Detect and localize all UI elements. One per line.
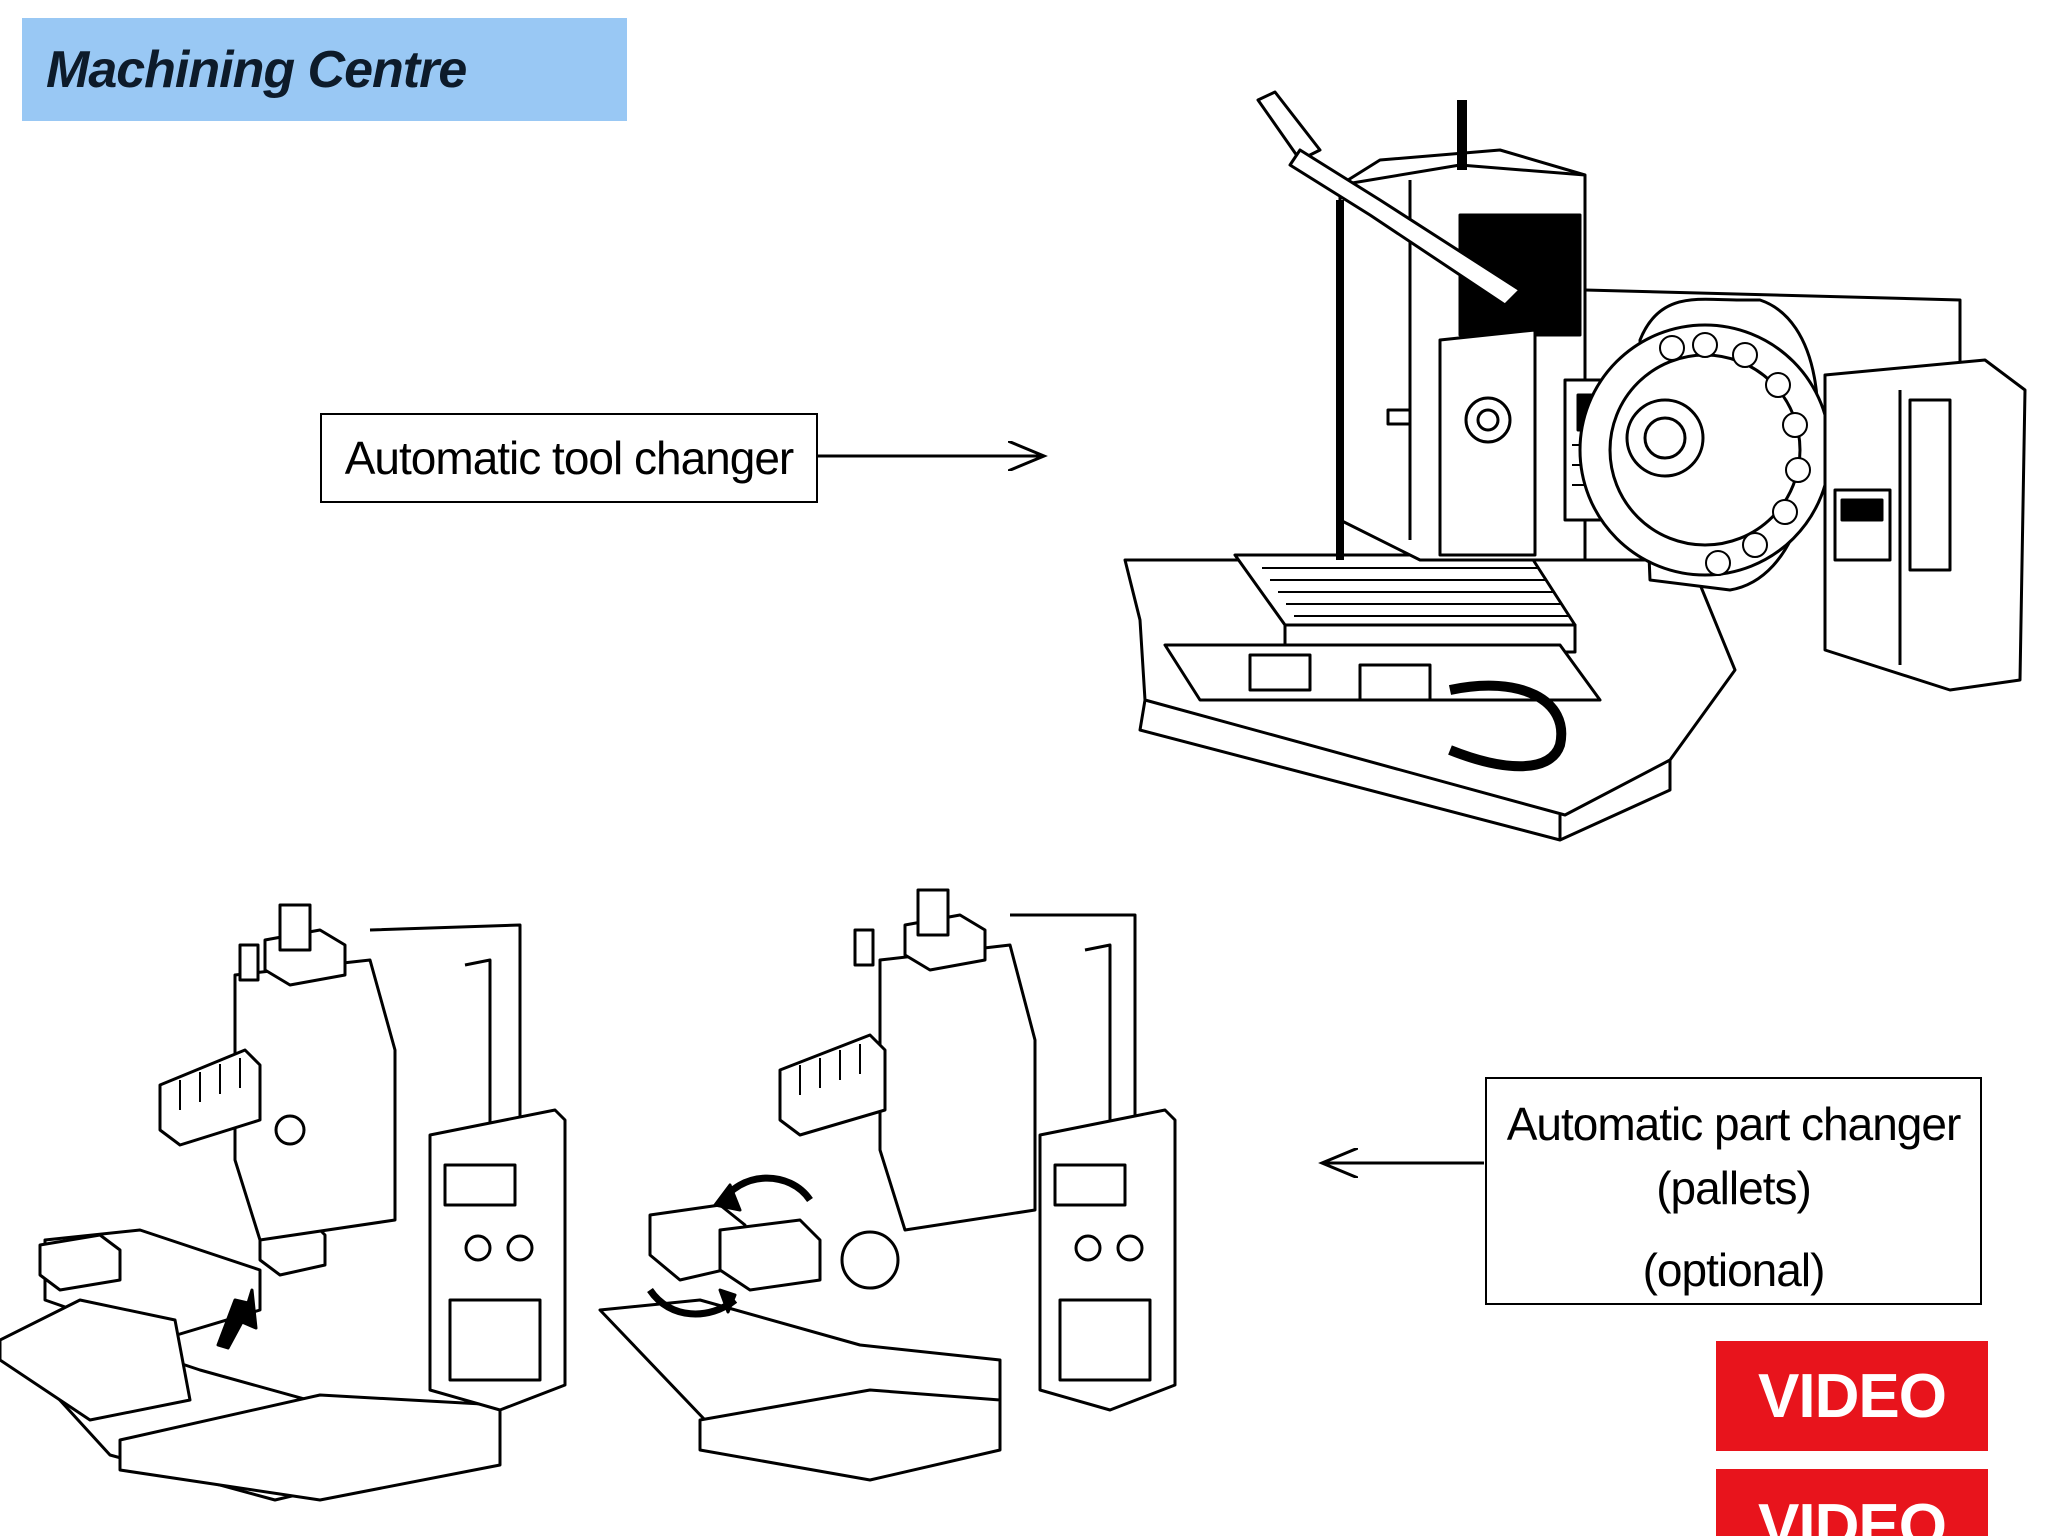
apc-label-line2: (pallets) [1656, 1162, 1812, 1214]
machining-centre-drawing [1123, 90, 2027, 842]
video-button-2[interactable]: VIDEO [1716, 1469, 1988, 1536]
apc-label-line1: Automatic part changer [1506, 1098, 1962, 1150]
title-banner: Machining Centre [22, 18, 627, 121]
apc-label-line3: (optional) [1642, 1244, 1826, 1296]
automatic-tool-changer-label: Automatic tool changer [320, 413, 818, 503]
atc-label-text: Automatic tool changer [344, 432, 794, 484]
video-button-1[interactable]: VIDEO [1716, 1341, 1988, 1451]
automatic-part-changer-label: Automatic part changer (pallets) (option… [1485, 1077, 1982, 1305]
pallet-machine-left-drawing [0, 903, 567, 1502]
pallet-machine-right-drawing [598, 888, 1177, 1482]
slide-title: Machining Centre [46, 40, 467, 99]
